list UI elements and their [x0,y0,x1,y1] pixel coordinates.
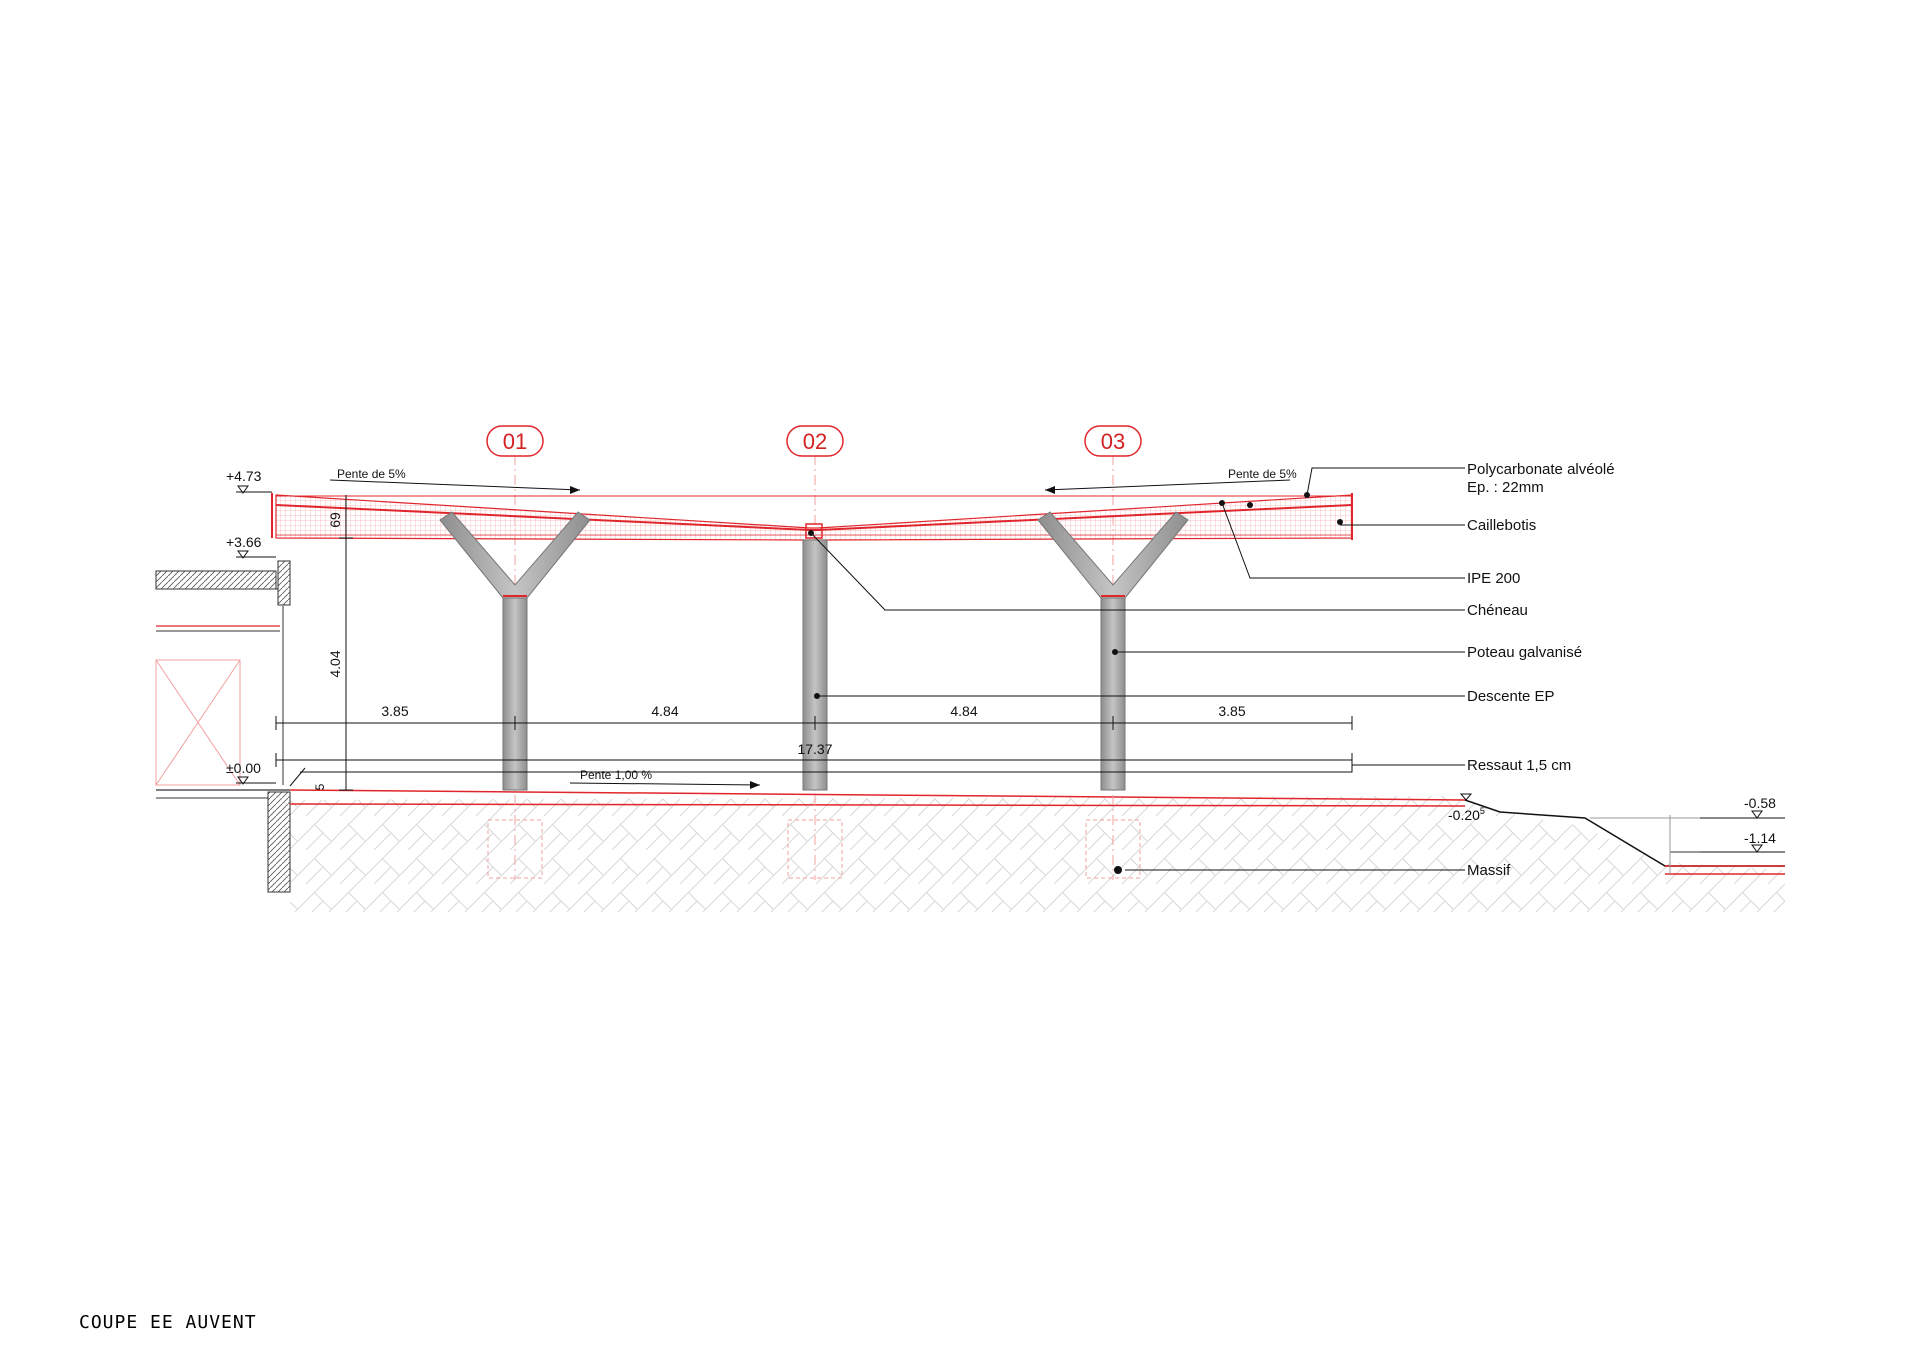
grid-axis-02: 02 [786,425,844,457]
dimension-small: 5 [313,783,327,790]
dimension-chain: 3.85 4.84 4.84 3.85 [275,703,1353,730]
ground-slope-label: Pente 1,00 % [580,768,652,782]
label-ipe: IPE 200 [1467,570,1520,587]
dimension-span-3: 4.84 [950,703,977,719]
label-caillebotis: Caillebotis [1467,517,1536,534]
grid-axis-01: 01 [486,425,544,457]
roof-slope-left-label: Pente de 5% [337,467,406,481]
level-lower-2-label: -1.14 [1744,830,1776,846]
label-polycarbonate: Polycarbonate alvéolé [1467,461,1615,478]
level-ground: ±0.00 [226,760,276,785]
level-upper-floor: +3.66 [226,534,276,559]
roof-slope-left: Pente de 5% [329,467,581,494]
level-upper-floor-label: +3.66 [226,534,262,550]
level-lower-2: -1.14 [1700,830,1785,853]
label-ressaut: Ressaut 1,5 cm [1467,757,1571,774]
dimension-height: 4.04 [327,650,343,677]
annotation-labels: Polycarbonate alvéolé Ep. : 22mm Cailleb… [1467,461,1615,879]
dimension-span-4: 3.85 [1218,703,1245,719]
roof-slope-right-label: Pente de 5% [1228,467,1297,481]
grid-axis-03: 03 [1084,425,1142,457]
roof-slope-right: Pente de 5% [1044,467,1297,494]
level-lower-1-label: -0.58 [1744,795,1776,811]
level-edge: -0.205 [1448,793,1485,823]
existing-building [155,560,291,893]
label-poteau: Poteau galvanisé [1467,644,1582,661]
columns [439,511,1189,791]
level-roof-top-label: +4.73 [226,468,262,484]
label-polycarbonate-thickness: Ep. : 22mm [1467,479,1544,496]
grid-lines [514,455,1114,880]
level-ground-label: ±0.00 [226,760,261,776]
level-lower-1: -0.58 [1700,795,1785,819]
grid-label-02: 02 [803,429,827,454]
label-massif: Massif [1467,862,1511,879]
dimension-span-2: 4.84 [651,703,678,719]
grid-label-03: 03 [1101,429,1125,454]
grid-label-01: 01 [503,429,527,454]
dimension-roof-depth: 69 [327,512,343,528]
ground-slope: Pente 1,00 % [569,768,761,789]
label-descente: Descente EP [1467,688,1555,705]
level-edge-label: -0.205 [1448,806,1485,823]
label-cheneau: Chéneau [1467,602,1528,619]
dimension-span-1: 3.85 [381,703,408,719]
ground-slab [289,789,1785,875]
dimension-vertical: 69 4.04 5 [313,495,353,791]
level-roof-top: +4.73 [226,468,272,494]
dimension-total-label: 17.37 [797,741,832,757]
annotation-leaders [289,467,1465,874]
drawing-caption: COUPE EE AUVENT [79,1312,257,1333]
ground-soil [290,796,1785,912]
